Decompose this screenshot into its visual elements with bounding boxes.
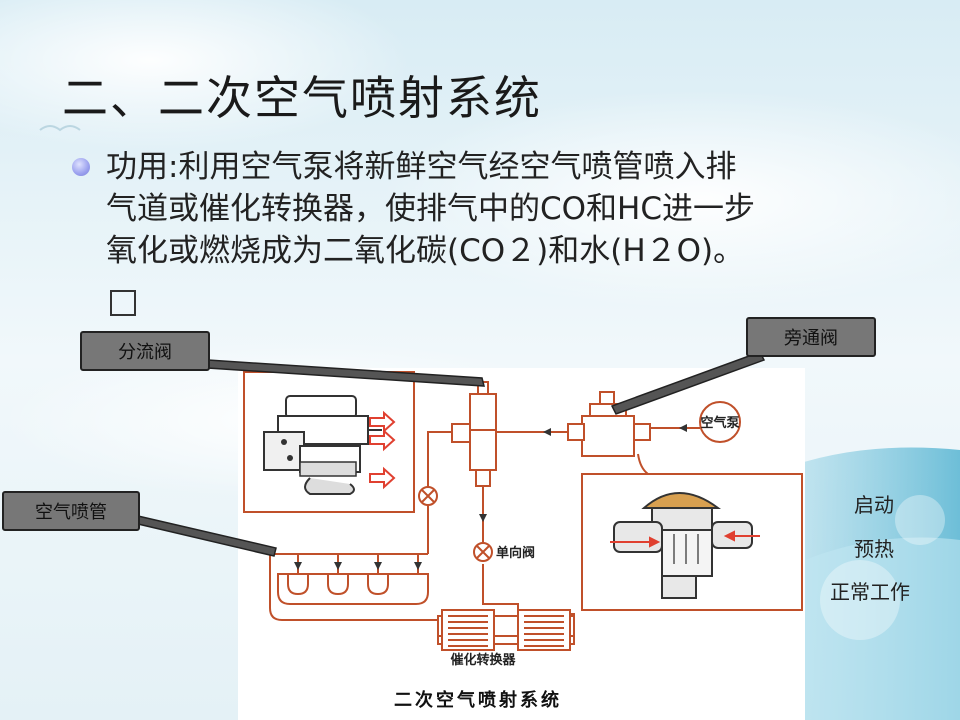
diagram-caption: 二次空气喷射系统 xyxy=(394,689,562,711)
slide-title: 二、二次空气喷射系统 xyxy=(62,71,542,125)
secondary-air-diagram: 空气泵 单向阀 xyxy=(238,368,805,720)
check-valve-symbol xyxy=(473,542,493,562)
bypass-valve-cutaway-illustration xyxy=(613,492,753,599)
air-pump-label: 空气泵 xyxy=(700,415,739,431)
stage-normal: 正常工作 xyxy=(830,580,910,604)
bypass-valve-air-arrows xyxy=(610,530,760,548)
catalytic-converter-label: 催化转换器 xyxy=(450,652,516,668)
flow-valve-symbol xyxy=(418,486,438,506)
check-valve-label: 单向阀 xyxy=(496,545,535,561)
bypass-valve-symbol xyxy=(567,391,651,457)
catalytic-converter-symbol xyxy=(437,609,575,651)
bullet-icon xyxy=(72,158,90,176)
callout-diverter-valve: 分流阀 xyxy=(80,331,210,371)
bullet-line-3: 氧化或燃烧成为二氧化碳(CO２)和水(H２O)。 xyxy=(106,233,745,269)
exhaust-manifold xyxy=(277,573,429,605)
stage-warmup: 预热 xyxy=(854,537,894,561)
engine-air-arrows xyxy=(369,410,396,490)
flow-arrows xyxy=(294,424,687,570)
callout-air-nozzle: 空气喷管 xyxy=(2,491,140,531)
bypass-valve-inset-frame xyxy=(581,473,803,611)
diverter-valve-symbol xyxy=(451,381,497,487)
bullet-text: 功用:利用空气泵将新鲜空气经空气喷管喷入排 气道或催化转换器，使排气中的CO和H… xyxy=(106,146,906,272)
placeholder-box-icon xyxy=(110,290,136,316)
stage-start: 启动 xyxy=(854,493,894,517)
engine-cutaway-illustration xyxy=(263,395,382,495)
callout-bypass-valve: 旁通阀 xyxy=(746,317,876,357)
bullet-line-2: 气道或催化转换器，使排气中的CO和HC进一步 xyxy=(106,191,756,227)
bullet-line-1: 功用:利用空气泵将新鲜空气经空气喷管喷入排 xyxy=(106,149,737,185)
